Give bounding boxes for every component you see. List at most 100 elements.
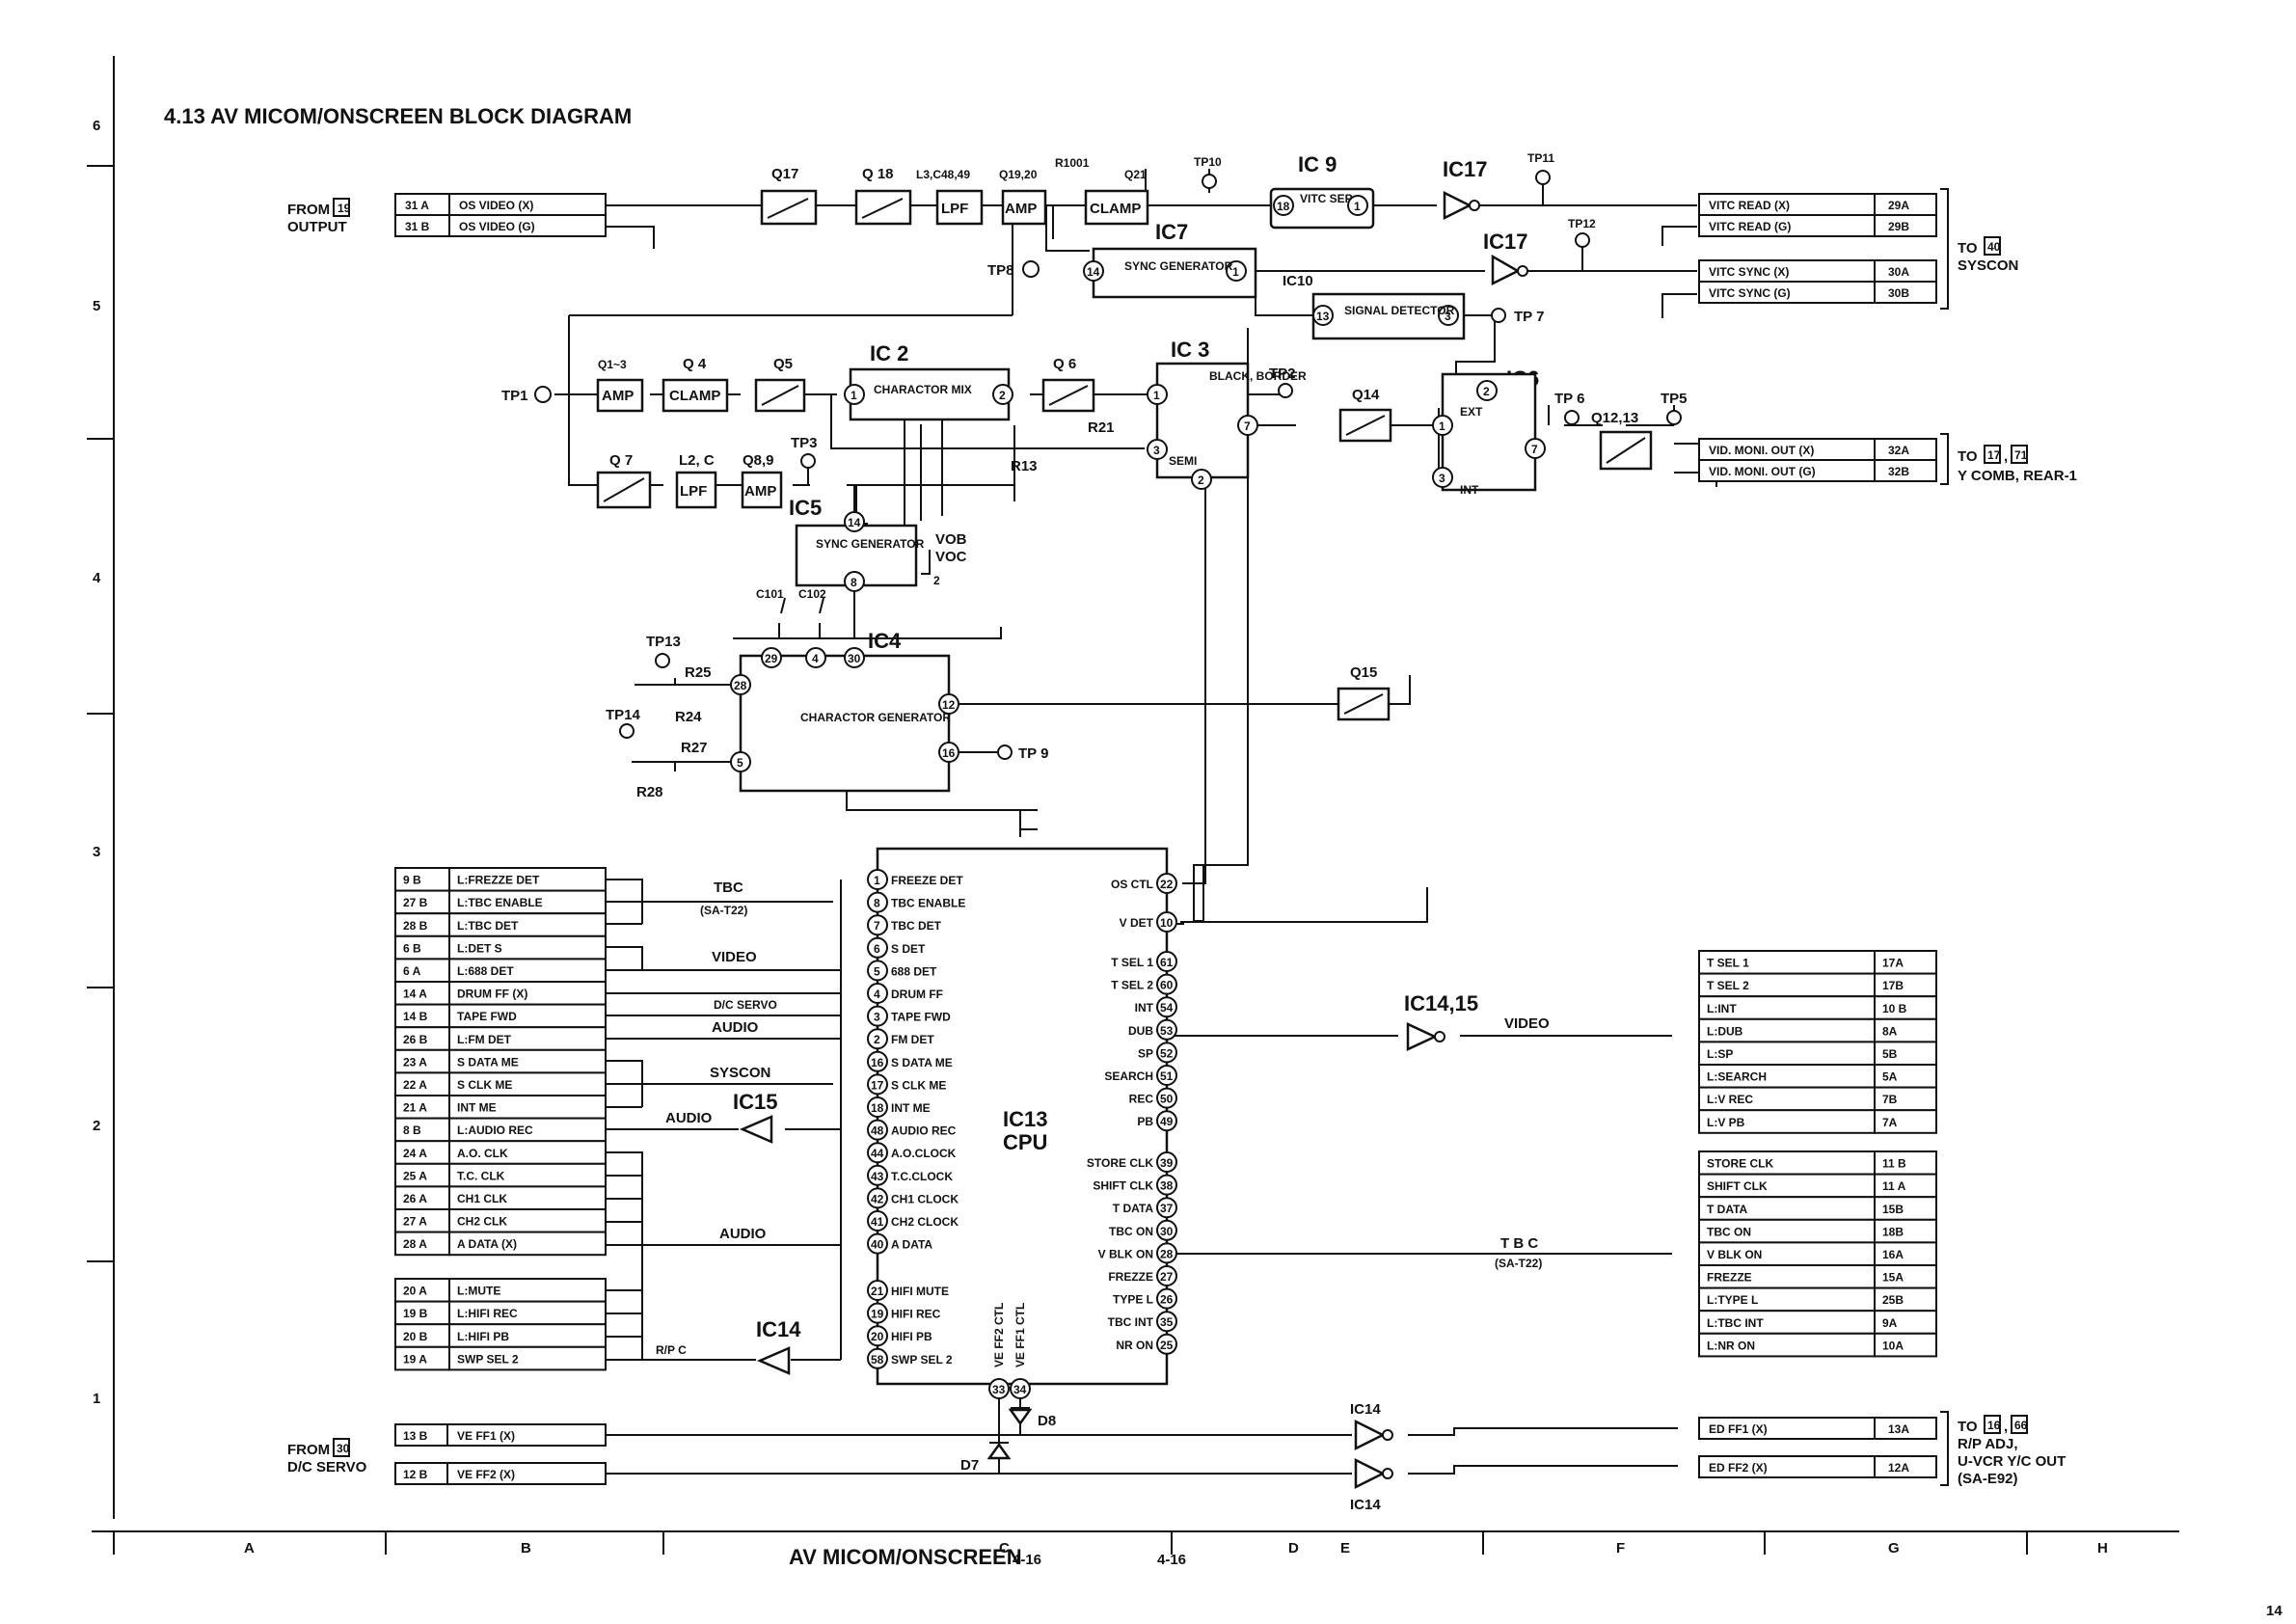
amp-2: AMP	[602, 388, 634, 404]
right-conn2-signal: T DATA	[1707, 1203, 1748, 1216]
cpu-pin-number: 52	[1160, 1046, 1174, 1060]
connector-vitc-out: VITC READ (X) 29A VITC READ (G) 29B VITC…	[1698, 193, 1937, 304]
svg-text:13A: 13A	[1888, 1422, 1909, 1436]
tp3: TP3	[791, 435, 818, 451]
cpu-pin-number: 49	[1160, 1115, 1174, 1128]
cpu-pin-name: TAPE FWD	[891, 1011, 951, 1024]
left-conn2-signal: SWP SEL 2	[457, 1352, 519, 1366]
tp2: TP2	[1269, 365, 1296, 382]
svg-text:TO: TO	[1958, 448, 1978, 465]
label-ic14-bottom: IC14	[1350, 1497, 1381, 1513]
source-output: FROM 19 OUTPUT	[287, 198, 351, 235]
cpu-pin-name: SHIFT CLK	[1093, 1179, 1153, 1193]
label-q13: Q1~3	[598, 358, 627, 371]
svg-text:4: 4	[812, 652, 819, 665]
left-conn-signal: L:TBC DET	[457, 919, 519, 933]
left-conn-pin: 6 A	[403, 964, 421, 978]
col-label-c: C	[999, 1540, 1010, 1556]
cpu-pin-name: T DATA	[1113, 1202, 1154, 1215]
right-conn1-signal: T SEL 2	[1707, 979, 1749, 992]
svg-text:30: 30	[848, 652, 861, 665]
tp10: TP10	[1194, 155, 1222, 169]
left-conn-signal: L:FREZZE DET	[457, 874, 540, 887]
col-label-b: B	[521, 1540, 531, 1556]
cpu-pin-name: A DATA	[891, 1238, 932, 1252]
top-chain: Q17 Q 18 L3,C48,49 LPF Q19,20 AMP R1001 …	[760, 151, 1596, 340]
charactor-generator: CHARACTOR GENERATOR	[800, 711, 951, 724]
column-labels: A B C D E F G H	[244, 1540, 2108, 1556]
tp6: TP 6	[1554, 391, 1584, 407]
charactor-mix: CHARACTOR MIX	[874, 383, 972, 396]
signal-video-right: VIDEO	[1504, 1015, 1550, 1032]
bus-count: 2	[933, 574, 940, 587]
clamp-2: CLAMP	[669, 388, 720, 404]
label-q5: Q5	[773, 356, 793, 372]
signal-labels: TBC (SA-T22) VIDEO D/C SERVO AUDIO SYSCO…	[656, 880, 1550, 1357]
left-conn-signal: T.C. CLK	[457, 1169, 505, 1182]
cpu-pin-number: 39	[1160, 1156, 1174, 1170]
cpu-pin-name: V DET	[1120, 916, 1154, 930]
right-conn1-pin: 17A	[1882, 957, 1904, 970]
label-q17: Q17	[771, 166, 798, 182]
svg-text:VID. MONI. OUT (X): VID. MONI. OUT (X)	[1709, 444, 1814, 457]
col-label-a: A	[244, 1540, 255, 1556]
svg-text:7: 7	[1531, 443, 1538, 456]
label-q89: Q8,9	[743, 452, 774, 469]
svg-text:30B: 30B	[1888, 286, 1909, 300]
svg-text:16: 16	[942, 746, 956, 760]
connector-os-video: 31 A OS VIDEO (X) 31 B OS VIDEO (G)	[394, 193, 607, 237]
cpu-pin-name: V BLK ON	[1098, 1247, 1153, 1260]
cpu-pin-number: 41	[871, 1215, 884, 1229]
right-conn2-pin: 9A	[1882, 1316, 1898, 1330]
svg-text:VE FF2 (X): VE FF2 (X)	[457, 1468, 515, 1481]
svg-text:32B: 32B	[1888, 465, 1909, 478]
cpu-pin-name: HIFI MUTE	[891, 1285, 949, 1298]
left-conn-pin: 14 B	[403, 1010, 428, 1023]
row-label-6: 6	[93, 118, 100, 134]
svg-text:,: ,	[2004, 448, 2008, 465]
cpu-name: IC13	[1003, 1107, 1047, 1131]
cpu-pin-number: 26	[1160, 1293, 1174, 1307]
label-r24: R24	[675, 709, 702, 725]
left-conn-pin: 28 A	[403, 1237, 427, 1251]
footer-page-right: 4-16	[1157, 1552, 1186, 1568]
lpf-2: LPF	[680, 483, 707, 500]
svg-text:3: 3	[1153, 444, 1160, 457]
cpu-pin-number: 19	[871, 1308, 884, 1321]
cpu-pin: 28V BLK ON	[1098, 1242, 1177, 1264]
right-conn2-signal: L:TYPE L	[1707, 1293, 1758, 1307]
cpu-pin: 37T DATA	[1113, 1197, 1177, 1219]
left-conn-pin: 26 B	[403, 1033, 428, 1046]
left-conn-pin: 26 A	[403, 1192, 427, 1205]
cpu-pin-name: T SEL 1	[1111, 956, 1153, 969]
tp12: TP12	[1568, 217, 1596, 230]
label-r27: R27	[681, 740, 708, 756]
cpu-pin-number: 61	[1160, 956, 1174, 969]
label-r28: R28	[636, 784, 663, 800]
svg-text:12 B: 12 B	[403, 1468, 428, 1481]
left-conn2-signal: L:HIFI PB	[457, 1330, 509, 1343]
svg-text:OS VIDEO (G): OS VIDEO (G)	[459, 220, 535, 233]
label-c102: C102	[798, 587, 826, 601]
vob-label: VOB	[935, 531, 967, 548]
